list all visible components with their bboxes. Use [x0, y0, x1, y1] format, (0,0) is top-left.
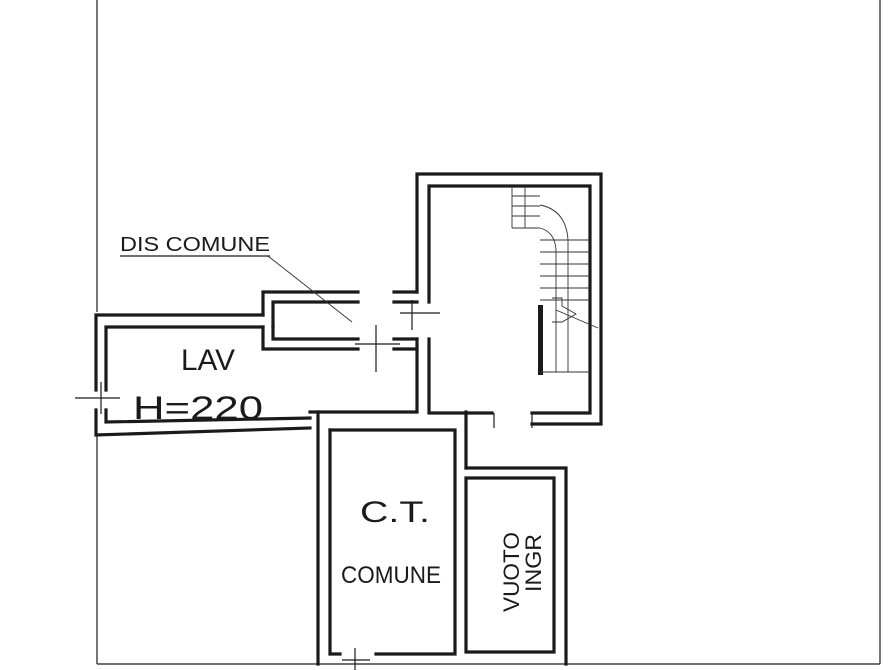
stair [511, 186, 599, 373]
label-comune: COMUNE [341, 562, 441, 589]
room-stairwell [308, 172, 603, 428]
room-ct-comune [316, 410, 468, 670]
label-dis-comune: DIS COMUNE [120, 234, 270, 256]
room-vuoto-ingr [464, 466, 568, 666]
label-ingr: INGR [521, 534, 546, 592]
room-dis-comune [261, 255, 440, 372]
room-lav [75, 313, 312, 437]
label-vuoto: VUOTO [499, 532, 524, 612]
label-height: H=220 [133, 390, 263, 426]
property-boundary [96, 0, 881, 665]
label-ct: C.T. [360, 496, 430, 529]
label-lav: LAV [181, 344, 235, 377]
